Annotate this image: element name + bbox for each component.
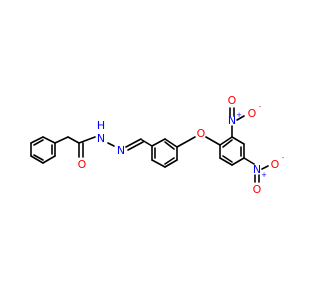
nitro-bottom-nitrogen-label: N bbox=[253, 163, 261, 176]
phenylene-ring bbox=[151, 138, 178, 168]
phenyl-ring bbox=[30, 136, 56, 164]
nitro-top-nitrogen-label: N bbox=[228, 114, 236, 127]
amide-nitrogen-label: N bbox=[97, 132, 105, 145]
nitro-top-oxygen-label: O bbox=[228, 94, 237, 107]
nitro-bottom-oxygen-label: O bbox=[253, 183, 262, 196]
carbonyl-oxygen-label: O bbox=[78, 158, 87, 171]
hydrazone-linker bbox=[107, 138, 153, 151]
nitro-group-top bbox=[229, 107, 245, 138]
dinitrophenyl-ring bbox=[219, 136, 245, 166]
acetyl-linker bbox=[54, 136, 96, 158]
ether-bridge bbox=[176, 136, 221, 148]
nitro-bottom-minus-charge: - bbox=[282, 154, 285, 162]
imine-nitrogen-label: N bbox=[117, 144, 125, 157]
structure-canvas: O N H N O N + O O - N + O - O bbox=[30, 94, 285, 196]
nitro-bottom-plus-charge: + bbox=[261, 171, 267, 179]
ether-oxygen-label: O bbox=[197, 127, 206, 140]
nitro-top-anionic-oxygen-label: O bbox=[248, 107, 257, 120]
nitro-bottom-anionic-oxygen-label: O bbox=[271, 158, 280, 171]
nitro-top-minus-charge: - bbox=[259, 103, 262, 111]
nitro-top-plus-charge: + bbox=[236, 111, 242, 119]
nitro-group-bottom bbox=[243, 157, 269, 183]
amide-hydrogen-label: H bbox=[97, 119, 105, 132]
molecule-drawing: O N H N O N + O O - N + O - O bbox=[30, 94, 285, 196]
